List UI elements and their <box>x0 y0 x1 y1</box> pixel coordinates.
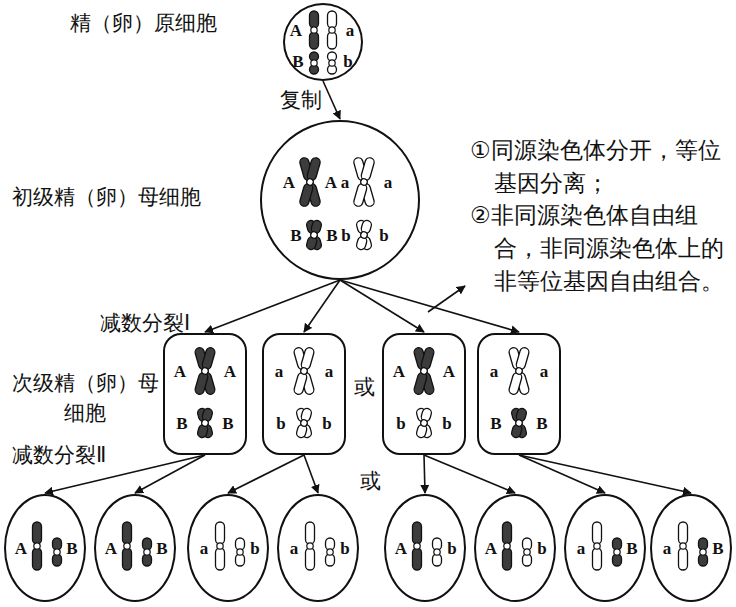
gene-label: a <box>200 540 209 557</box>
gene-label: A <box>174 363 186 380</box>
gene-label: b <box>250 540 259 557</box>
callout-note: ②非同源染色体自由组合，非同源染色体上的非等位基因自由组合。 <box>470 199 732 297</box>
gene-label: a <box>490 363 499 380</box>
gene-label: a <box>341 174 350 191</box>
gene-label: A <box>443 363 455 380</box>
cell-box: a aB B <box>477 333 561 455</box>
gene-label: b <box>442 415 451 432</box>
cell-circle: Ab <box>474 494 556 602</box>
gene-label: a <box>346 22 355 39</box>
arrow-connector <box>340 280 424 332</box>
arrow-connector <box>424 455 425 493</box>
gene-label: A <box>283 174 295 191</box>
gene-label: a <box>540 363 549 380</box>
arrow-connector <box>519 455 605 493</box>
gene-label: A <box>290 22 302 39</box>
cell-circle: ab <box>277 494 359 602</box>
gene-label: B <box>490 415 501 432</box>
cell-box: A A B B <box>163 333 247 455</box>
gene-label: a <box>663 540 672 557</box>
process-label: 减数分裂Ⅱ <box>12 440 106 470</box>
gene-label: A <box>15 540 27 557</box>
gene-label: b <box>322 415 331 432</box>
gene-label: a <box>577 540 586 557</box>
edge-label: 复制 <box>280 85 322 115</box>
arrow-connector <box>135 455 205 493</box>
chromosome-drawing <box>477 333 561 455</box>
gene-label: A <box>224 363 236 380</box>
stage-label: 精（卵）原细胞 <box>70 8 217 38</box>
chromosome-drawing <box>163 333 247 455</box>
chromosome-drawing <box>382 333 466 455</box>
arrow-connector <box>323 81 340 119</box>
cell-circle: A Aa aB Bb b <box>260 120 420 280</box>
gene-label: B <box>712 540 723 557</box>
gene-label: B <box>156 540 167 557</box>
cell-circle: Ab <box>384 494 466 602</box>
or-label: 或 <box>360 466 381 496</box>
gene-label: B <box>290 227 301 244</box>
arrow-connector <box>304 280 340 332</box>
arrow-connector <box>228 455 304 493</box>
leader-arrow <box>428 286 465 312</box>
gene-label: a <box>290 540 299 557</box>
arrow-connector <box>304 455 318 493</box>
arrow-connector <box>519 455 691 493</box>
or-label: 或 <box>354 372 375 402</box>
gene-label: B <box>536 415 547 432</box>
arrow-connector <box>340 280 519 332</box>
arrow-connector <box>205 280 340 332</box>
cell-circle: AaBb <box>283 3 363 81</box>
gene-label: B <box>626 540 637 557</box>
gene-label: B <box>326 227 337 244</box>
chromosome-drawing <box>260 120 420 280</box>
gene-label: B <box>222 415 233 432</box>
process-label: 减数分裂Ⅰ <box>100 308 190 338</box>
gene-label: a <box>275 363 284 380</box>
gene-label: a <box>384 174 393 191</box>
gene-label: B <box>176 415 187 432</box>
gene-label: a <box>325 363 334 380</box>
gene-label: b <box>340 540 349 557</box>
cell-circle: aB <box>564 494 646 602</box>
cell-circle: AB <box>4 494 86 602</box>
arrow-connector <box>424 455 515 493</box>
cell-box: A Ab b <box>382 333 466 455</box>
gene-label: b <box>447 540 456 557</box>
cell-circle: AB <box>94 494 176 602</box>
cell-circle: aB <box>650 494 732 602</box>
gene-label: b <box>379 227 388 244</box>
gene-label: b <box>537 540 546 557</box>
cell-box: a a b b <box>262 333 346 455</box>
gene-label: A <box>395 540 407 557</box>
callout-note: ①同源染色体分开，等位基因分离； <box>470 134 732 199</box>
gene-label: b <box>396 415 405 432</box>
gene-label: b <box>341 227 350 244</box>
cell-circle: ab <box>187 494 269 602</box>
gene-label: b <box>343 53 352 70</box>
gene-label: A <box>393 363 405 380</box>
stage-label: 次级精（卵）母细胞 <box>10 368 160 429</box>
gene-label: A <box>105 540 117 557</box>
gene-label: A <box>485 540 497 557</box>
gene-label: A <box>325 174 337 191</box>
stage-label: 初级精（卵）母细胞 <box>12 182 201 212</box>
gene-label: B <box>66 540 77 557</box>
gene-label: B <box>292 53 303 70</box>
chromosome-drawing <box>262 333 346 455</box>
gene-label: b <box>276 415 285 432</box>
